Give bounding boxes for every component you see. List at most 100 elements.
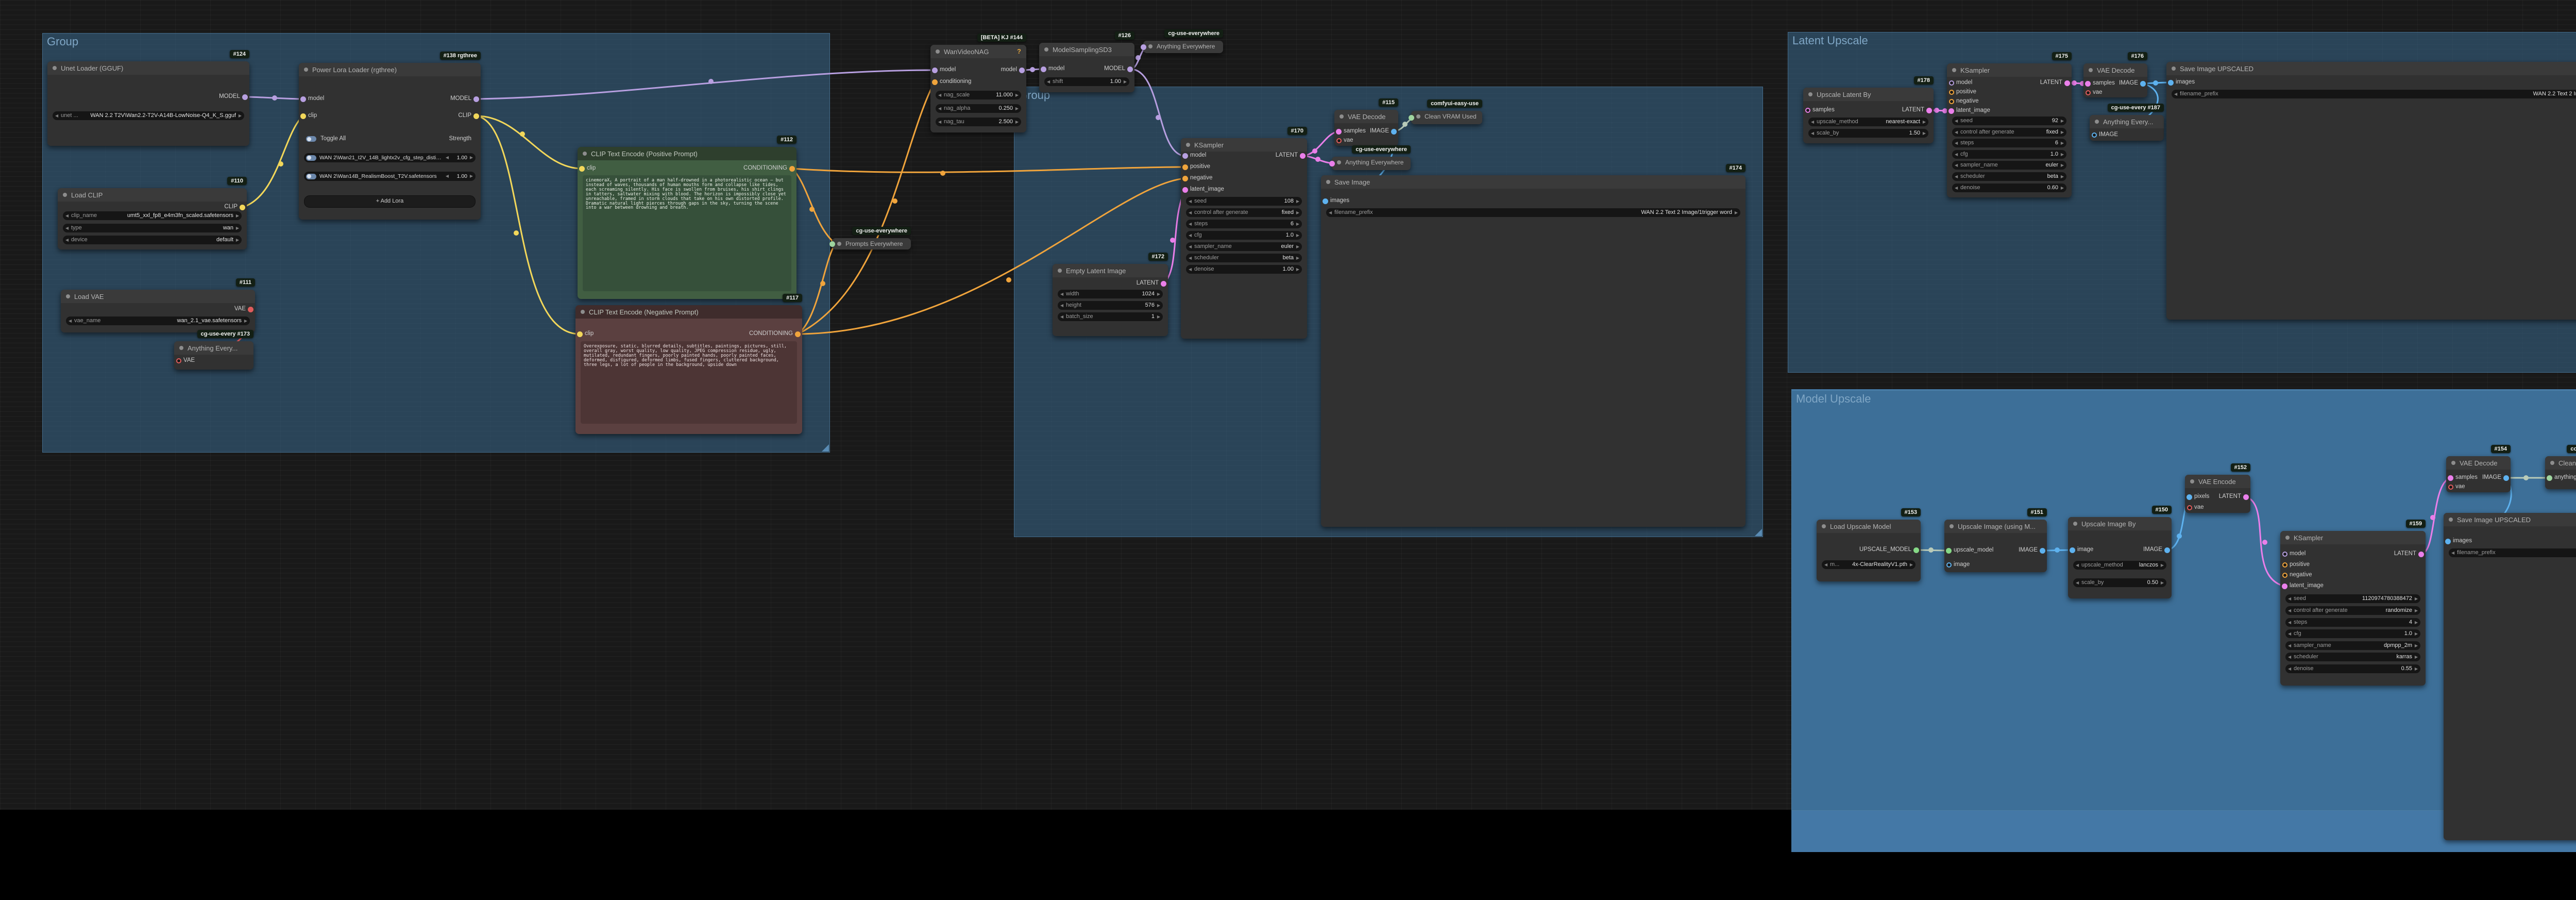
node-header[interactable] xyxy=(2166,62,2576,75)
wire-reroute-dot[interactable] xyxy=(278,161,283,166)
widget-arrow-left[interactable]: ◀ xyxy=(65,225,69,230)
node-header[interactable] xyxy=(2280,531,2426,544)
output-port-LATENT[interactable] xyxy=(1926,107,1932,113)
wire-clip[interactable] xyxy=(242,115,304,208)
node-header[interactable] xyxy=(2083,63,2147,77)
lora-strength-inc[interactable]: ▶ xyxy=(469,155,473,160)
node-anything-everywhere-model[interactable]: Anything Everywhere xyxy=(1141,41,1223,53)
widget-unet-[interactable]: ◀▶unet ...WAN 2.2 T2V\Wan2.2-T2V-A14B-Lo… xyxy=(53,111,244,120)
input-port-anything[interactable] xyxy=(2547,475,2552,481)
output-port-IMAGE[interactable] xyxy=(2040,547,2045,554)
wire-latent[interactable] xyxy=(2246,496,2285,587)
input-port-model[interactable] xyxy=(1949,80,1954,86)
widget-arrow-right[interactable]: ▶ xyxy=(238,113,242,118)
wire-reroute-dot[interactable] xyxy=(1942,108,1947,113)
node-header[interactable] xyxy=(930,45,1026,58)
lora-strength-inc[interactable]: ▶ xyxy=(469,173,473,178)
output-port-LATENT[interactable] xyxy=(1300,153,1306,159)
widget-arrow-right[interactable]: ▶ xyxy=(1157,303,1160,308)
widget-arrow-right[interactable]: ▶ xyxy=(1734,210,1738,215)
node-collapse-dot[interactable] xyxy=(66,294,70,298)
widget-arrow-right[interactable]: ▶ xyxy=(1296,221,1299,226)
wire-model[interactable] xyxy=(1130,68,1185,157)
node-header[interactable] xyxy=(578,147,796,160)
node-anything-everywhere-latent[interactable]: Anything Everywhere xyxy=(1329,157,1411,170)
output-port-CLIP[interactable] xyxy=(473,113,479,119)
widget-arrow-left[interactable]: ◀ xyxy=(1955,174,1958,179)
input-port-clip[interactable] xyxy=(577,331,583,337)
input-port-negative[interactable] xyxy=(1182,175,1188,181)
node-header[interactable] xyxy=(2446,456,2511,470)
widget-arrow-right[interactable]: ▶ xyxy=(1296,210,1299,215)
widget-arrow-left[interactable]: ◀ xyxy=(1189,255,1192,260)
wire-cond[interactable] xyxy=(798,81,936,335)
node-save-image-upscaled-hires[interactable]: Save Image UPSCALEDimages◀▶filename_pref… xyxy=(2166,62,2576,320)
widget-arrow-left[interactable]: ◀ xyxy=(1047,79,1050,84)
widget-arrow-left[interactable]: ◀ xyxy=(55,113,59,118)
node-collapse-dot[interactable] xyxy=(581,310,585,314)
widget-arrow-right[interactable]: ▶ xyxy=(2060,152,2064,157)
input-port-positive[interactable] xyxy=(2282,562,2287,568)
input-port-vae[interactable] xyxy=(2187,505,2192,510)
output-port-VAE[interactable] xyxy=(248,306,253,312)
widget-arrow-left[interactable]: ◀ xyxy=(65,237,69,242)
wire-reroute-dot[interactable] xyxy=(2523,475,2529,480)
widget-arrow-left[interactable]: ◀ xyxy=(2288,666,2292,671)
node-collapse-dot[interactable] xyxy=(2089,68,2093,72)
node-header[interactable] xyxy=(1803,88,1934,101)
wire-cond[interactable] xyxy=(791,168,836,245)
input-port-samples[interactable] xyxy=(2085,80,2091,87)
node-collapse-dot[interactable] xyxy=(2095,120,2099,124)
widget-arrow-right[interactable]: ▶ xyxy=(1157,314,1160,319)
prompt-textarea[interactable]: Overexposure, static, blurred details, s… xyxy=(581,341,797,424)
lora-row[interactable]: WAN 2\Wan14B_RealismBoost_T2V.safetensor… xyxy=(304,172,476,181)
widget-arrow-left[interactable]: ◀ xyxy=(1189,244,1192,249)
output-port-model[interactable] xyxy=(1019,67,1025,73)
node-clean-vram-used-2[interactable]: Clean VRAM ...anythingoutput xyxy=(2545,456,2576,489)
widget-arrow-left[interactable]: ◀ xyxy=(1329,210,1332,215)
widget-arrow-left[interactable]: ◀ xyxy=(65,213,69,218)
node-header[interactable] xyxy=(1039,43,1134,56)
widget-arrow-right[interactable]: ▶ xyxy=(1123,79,1127,84)
wire-cond[interactable] xyxy=(792,166,1185,173)
widget-arrow-left[interactable]: ◀ xyxy=(1189,221,1192,226)
widget-arrow-right[interactable]: ▶ xyxy=(2414,620,2418,625)
node-header[interactable] xyxy=(575,305,802,319)
node-header[interactable] xyxy=(1411,111,1482,124)
wire-reroute-dot[interactable] xyxy=(1136,55,1141,60)
input-port-pixels[interactable] xyxy=(2187,494,2192,500)
node-collapse-dot[interactable] xyxy=(1416,114,1420,119)
node-collapse-dot[interactable] xyxy=(2449,518,2453,522)
widget-arrow-left[interactable]: ◀ xyxy=(1811,130,1815,136)
widget-arrow-right[interactable]: ▶ xyxy=(244,318,247,323)
wire-reroute-dot[interactable] xyxy=(2177,534,2182,539)
input-port-images[interactable] xyxy=(2168,79,2174,86)
widget-arrow-right[interactable]: ▶ xyxy=(1909,562,1913,567)
wire-reroute-dot[interactable] xyxy=(2055,547,2060,553)
node-header[interactable] xyxy=(299,63,481,76)
input-port-IMAGE[interactable] xyxy=(2092,132,2097,138)
node-collapse-dot[interactable] xyxy=(1950,524,1954,528)
widget-arrow-right[interactable]: ▶ xyxy=(1296,255,1299,260)
input-port[interactable] xyxy=(1141,44,1146,50)
wire-reroute-dot[interactable] xyxy=(2153,80,2158,86)
node-collapse-dot[interactable] xyxy=(2550,461,2554,465)
wire-cond[interactable] xyxy=(798,177,1185,335)
node-collapse-dot[interactable] xyxy=(179,346,183,350)
wire-reroute-dot[interactable] xyxy=(2072,80,2077,86)
